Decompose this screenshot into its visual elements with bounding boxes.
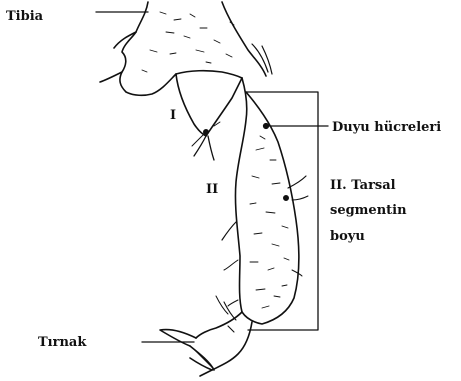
segment-one-label: I xyxy=(170,109,176,122)
tarsal-length-bracket xyxy=(246,92,318,330)
tarsal-length-label-line1: II. Tarsal xyxy=(330,179,396,192)
tarsal-length-label-line3: boyu xyxy=(330,230,365,243)
leader-lines xyxy=(96,12,328,342)
sensory-cells-label: Duyu hücreleri xyxy=(332,121,441,134)
segment-two-label: II xyxy=(206,183,218,196)
claw-label: Tırnak xyxy=(38,336,86,349)
tibia-segment xyxy=(100,2,272,95)
tarsal-length-label-line2: segmentin xyxy=(330,204,407,217)
claw-structure xyxy=(160,296,252,376)
tibia-label: Tibia xyxy=(6,10,43,23)
tarsal-segment-two xyxy=(222,78,308,324)
tarsal-segment-one xyxy=(176,74,242,160)
